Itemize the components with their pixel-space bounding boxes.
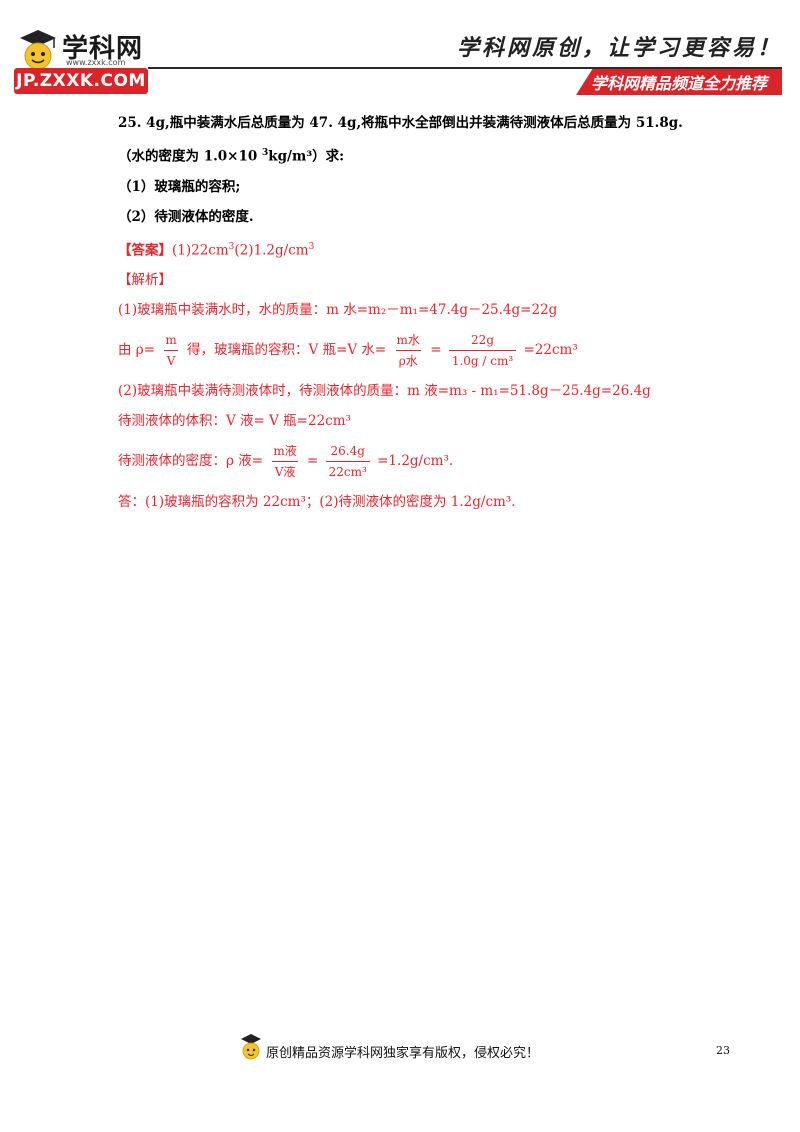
step-5-eq: =: [307, 453, 319, 469]
answer-2-sup: 3: [308, 241, 315, 252]
analysis-step-5: 待测液体的密度：ρ 液= m液 V液 = 26.4g 22cm³ =1.2g/c…: [118, 442, 698, 481]
question-line-3: （1）玻璃瓶的容积;: [118, 178, 241, 195]
logo-text: 学科网: [62, 34, 144, 64]
analysis-conclusion: 答：(1)玻璃瓶的容积为 22cm³；(2)待测液体的密度为 1.2g/cm³.: [118, 494, 516, 510]
question-line-2-post: kg/m³）求:: [268, 148, 345, 165]
analysis-step-2: 由 ρ= m V 得，玻璃瓶的容积：V 瓶=V 水= m水 ρ水 = 22g 1…: [118, 331, 698, 370]
page-number: 23: [716, 1044, 730, 1057]
step-2-pre: 由 ρ=: [118, 342, 156, 358]
question-line-4: （2）待测液体的密度.: [118, 208, 254, 225]
frac-num: m液: [273, 444, 297, 458]
frac-num: m: [165, 333, 177, 347]
answer-tag: 【答案】: [118, 242, 172, 258]
fraction-liquid-density: m液 V液: [270, 442, 299, 481]
answer-2: (2)1.2g/cm: [234, 242, 309, 258]
frac-den: V: [163, 350, 179, 370]
analysis-step-4: 待测液体的体积：V 液= V 瓶=22cm³: [118, 413, 351, 429]
step-5-pre: 待测液体的密度：ρ 液=: [118, 453, 264, 469]
step-2-post: =22cm³: [523, 342, 578, 358]
fraction-mass-over-density: m水 ρ水: [394, 331, 423, 370]
header-divider: [148, 67, 782, 69]
question-line-2-sup: 3: [262, 148, 269, 158]
frac-num: 26.4g: [330, 444, 365, 458]
answer-1-sup: 3: [228, 241, 235, 252]
frac-num: 22g: [471, 333, 494, 347]
frac-den: 1.0g / cm³: [448, 350, 517, 370]
fraction-liquid-values: 26.4g 22cm³: [325, 442, 370, 481]
frac-den: 22cm³: [325, 461, 370, 481]
header-slogan: 学科网原创，让学习更容易！: [456, 35, 782, 61]
analysis-step-1: (1)玻璃瓶中装满水时，水的质量：m 水=m₂－m₁=47.4g－25.4g=2…: [118, 302, 558, 318]
question-content: 25. 4g,瓶中装满水后总质量为 47. 4g,将瓶中水全部倒出并装满待测液体…: [118, 114, 698, 523]
analysis-step-3: (2)玻璃瓶中装满待测液体时，待测液体的质量：m 液=m₃ - m₁=51.8g…: [118, 383, 651, 399]
answer-line: 【答案】(1)22cm3(2)1.2g/cm3: [118, 238, 698, 260]
answer-1: (1)22cm: [172, 242, 229, 258]
frac-den: ρ水: [395, 350, 421, 370]
frac-den: V液: [271, 461, 299, 481]
mascot-footer-icon: [241, 1034, 261, 1060]
fraction-m-over-v: m V: [162, 331, 179, 370]
question-line-1: 25. 4g,瓶中装满水后总质量为 47. 4g,将瓶中水全部倒出并装满待测液体…: [118, 115, 683, 131]
step-2-mid: 得，玻璃瓶的容积：V 瓶=V 水=: [187, 342, 387, 358]
channel-badge: 学科网精品频道全力推荐: [576, 69, 782, 95]
fraction-values: 22g 1.0g / cm³: [448, 331, 517, 370]
question-line-2-pre: （水的密度为 1.0×10: [118, 148, 262, 165]
question-line-2: （水的密度为 1.0×10 3kg/m³）求:: [118, 144, 698, 166]
site-badge[interactable]: JP.ZXXK.COM: [14, 68, 148, 94]
page-footer: 原创精品资源学科网独家享有版权，侵权必究！ 23: [0, 1030, 800, 1070]
mascot-logo-icon: [20, 30, 56, 70]
frac-num: m水: [396, 333, 420, 347]
page-header: 学科网 www.zxxk.com JP.ZXXK.COM 学科网原创，让学习更容…: [0, 0, 800, 100]
analysis-tag: 【解析】: [118, 272, 172, 288]
step-2-eq: =: [430, 342, 442, 358]
step-5-post: =1.2g/cm³.: [377, 453, 454, 469]
logo-url: www.zxxk.com: [66, 58, 126, 67]
footer-copyright: 原创精品资源学科网独家享有版权，侵权必究！: [266, 1046, 540, 1061]
